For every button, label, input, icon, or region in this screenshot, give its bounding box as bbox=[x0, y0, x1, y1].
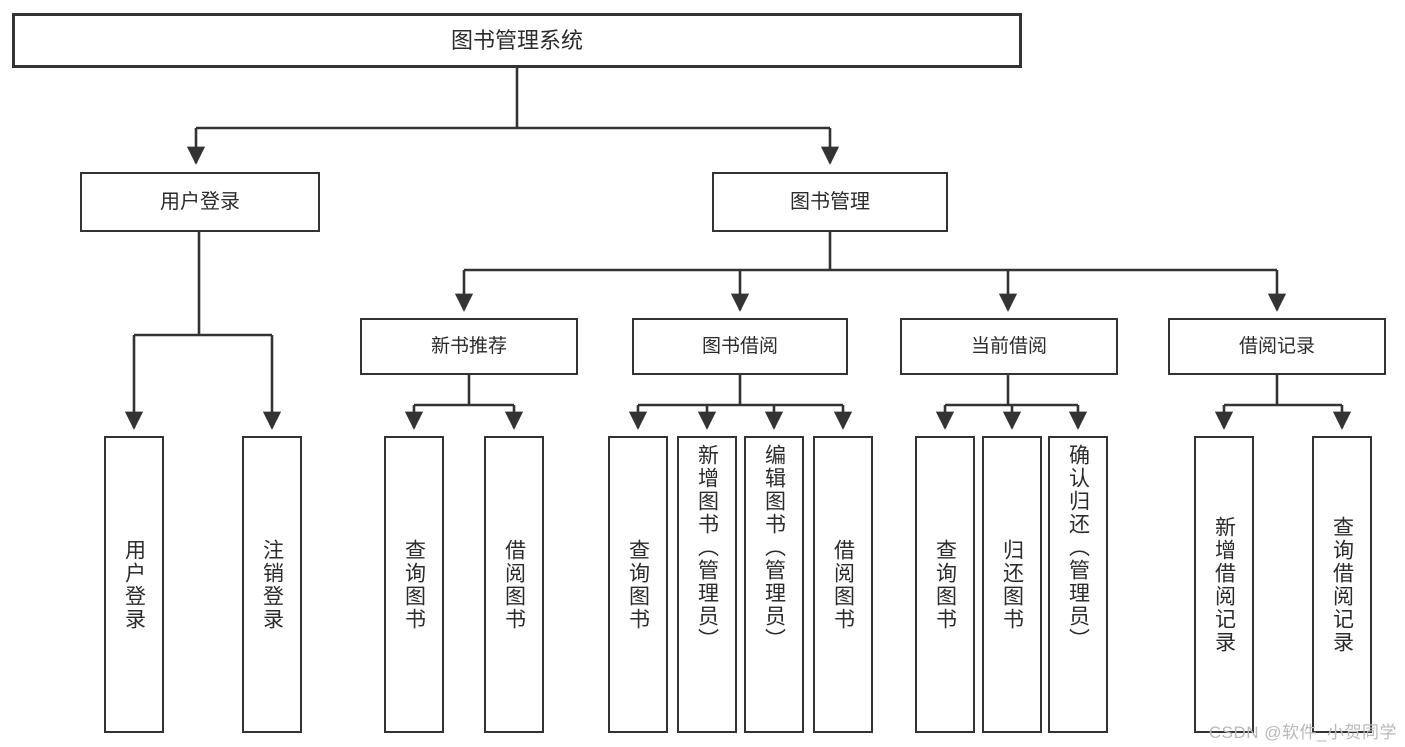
node-leaf-return-book[interactable]: 归还图书 bbox=[982, 436, 1042, 733]
node-label: 借阅图书 bbox=[831, 538, 855, 631]
node-leaf-add-book[interactable]: 新增图书（管理员） bbox=[677, 436, 737, 733]
node-label: 确认归还（管理员） bbox=[1066, 444, 1090, 651]
node-label: 查询借阅记录 bbox=[1330, 515, 1354, 654]
node-label: 用户登录 bbox=[122, 538, 146, 631]
node-leaf-borrow-book-2[interactable]: 借阅图书 bbox=[813, 436, 873, 733]
node-borrow-record[interactable]: 借阅记录 bbox=[1168, 318, 1386, 375]
node-label: 查询图书 bbox=[402, 538, 426, 631]
node-new-book-recommend[interactable]: 新书推荐 bbox=[360, 318, 578, 375]
node-user-login[interactable]: 用户登录 bbox=[80, 172, 320, 232]
node-label: 图书管理系统 bbox=[450, 27, 583, 53]
node-label: 用户登录 bbox=[160, 190, 240, 213]
node-leaf-add-borrow-record[interactable]: 新增借阅记录 bbox=[1194, 436, 1254, 733]
node-book-management[interactable]: 图书管理 bbox=[712, 172, 948, 232]
node-label: 归还图书 bbox=[1000, 538, 1024, 631]
node-label: 图书借阅 bbox=[701, 335, 778, 357]
node-leaf-query-book-2[interactable]: 查询图书 bbox=[608, 436, 668, 733]
node-current-borrow[interactable]: 当前借阅 bbox=[900, 318, 1118, 375]
node-label: 查询图书 bbox=[933, 538, 957, 631]
node-label: 查询图书 bbox=[626, 538, 650, 631]
node-leaf-edit-book[interactable]: 编辑图书（管理员） bbox=[744, 436, 804, 733]
node-leaf-confirm-return[interactable]: 确认归还（管理员） bbox=[1048, 436, 1108, 733]
node-label: 注销登录 bbox=[260, 538, 284, 631]
node-label: 当前借阅 bbox=[970, 335, 1047, 357]
node-label: 借阅图书 bbox=[502, 538, 526, 631]
node-label: 图书管理 bbox=[790, 190, 870, 213]
node-book-borrow[interactable]: 图书借阅 bbox=[632, 318, 848, 375]
node-book-management-system[interactable]: 图书管理系统 bbox=[12, 13, 1022, 68]
node-label: 新增图书（管理员） bbox=[695, 444, 719, 651]
node-leaf-login[interactable]: 用户登录 bbox=[104, 436, 164, 733]
node-leaf-logout[interactable]: 注销登录 bbox=[242, 436, 302, 733]
node-label: 编辑图书（管理员） bbox=[762, 444, 786, 651]
node-leaf-query-borrow-record[interactable]: 查询借阅记录 bbox=[1312, 436, 1372, 733]
node-leaf-query-book-1[interactable]: 查询图书 bbox=[384, 436, 444, 733]
node-label: 新书推荐 bbox=[430, 335, 507, 357]
node-label: 新增借阅记录 bbox=[1212, 515, 1236, 654]
node-label: 借阅记录 bbox=[1238, 335, 1315, 357]
node-leaf-borrow-book-1[interactable]: 借阅图书 bbox=[484, 436, 544, 733]
node-leaf-query-book-3[interactable]: 查询图书 bbox=[915, 436, 975, 733]
